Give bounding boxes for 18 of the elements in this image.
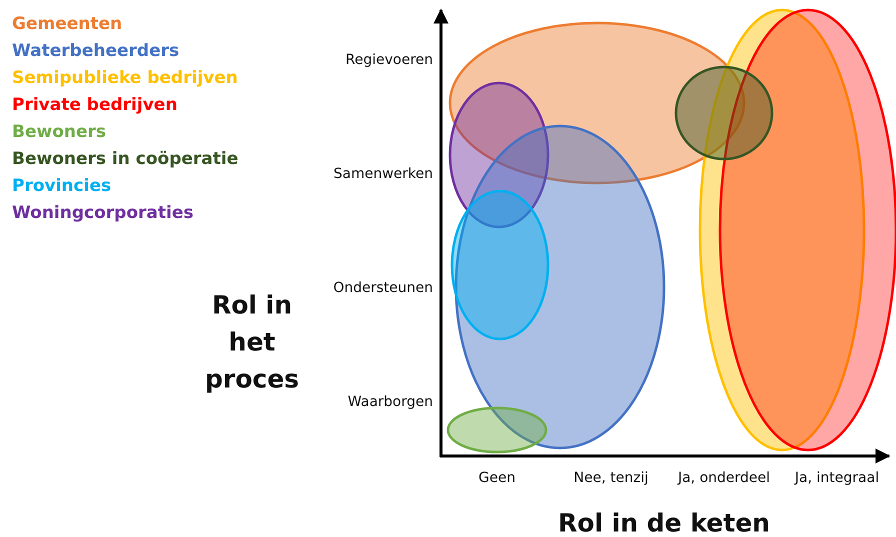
- axis-tick-label: Waarborgen: [348, 393, 433, 411]
- legend-entry: Bewoners: [12, 121, 106, 143]
- axis-title: Rol in het proces: [204, 290, 300, 396]
- legend-entry: Woningcorporaties: [12, 202, 194, 224]
- legend-entry: Provincies: [12, 175, 112, 197]
- axis-tick-label: Ja, integraal: [794, 469, 880, 487]
- axis-tick-label: Geen: [478, 469, 516, 487]
- legend-entry: Bewoners in coöperatie: [12, 148, 238, 170]
- axis-tick-label: Nee, tenzij: [574, 469, 648, 487]
- axis-tick-label: Ondersteunen: [333, 279, 433, 297]
- legend-entry: Waterbeheerders: [12, 40, 180, 62]
- axis-tick-label: Ja, onderdeel: [678, 469, 770, 487]
- legend-entry: Gemeenten: [12, 13, 122, 35]
- legend-entry: Private bedrijven: [12, 94, 178, 116]
- axis-title: Rol in de keten: [557, 508, 771, 537]
- axis-tick-label: Regievoeren: [346, 51, 433, 69]
- axis-tick-label: Samenwerken: [333, 165, 433, 183]
- legend-entry: Semipublieke bedrijven: [12, 67, 238, 89]
